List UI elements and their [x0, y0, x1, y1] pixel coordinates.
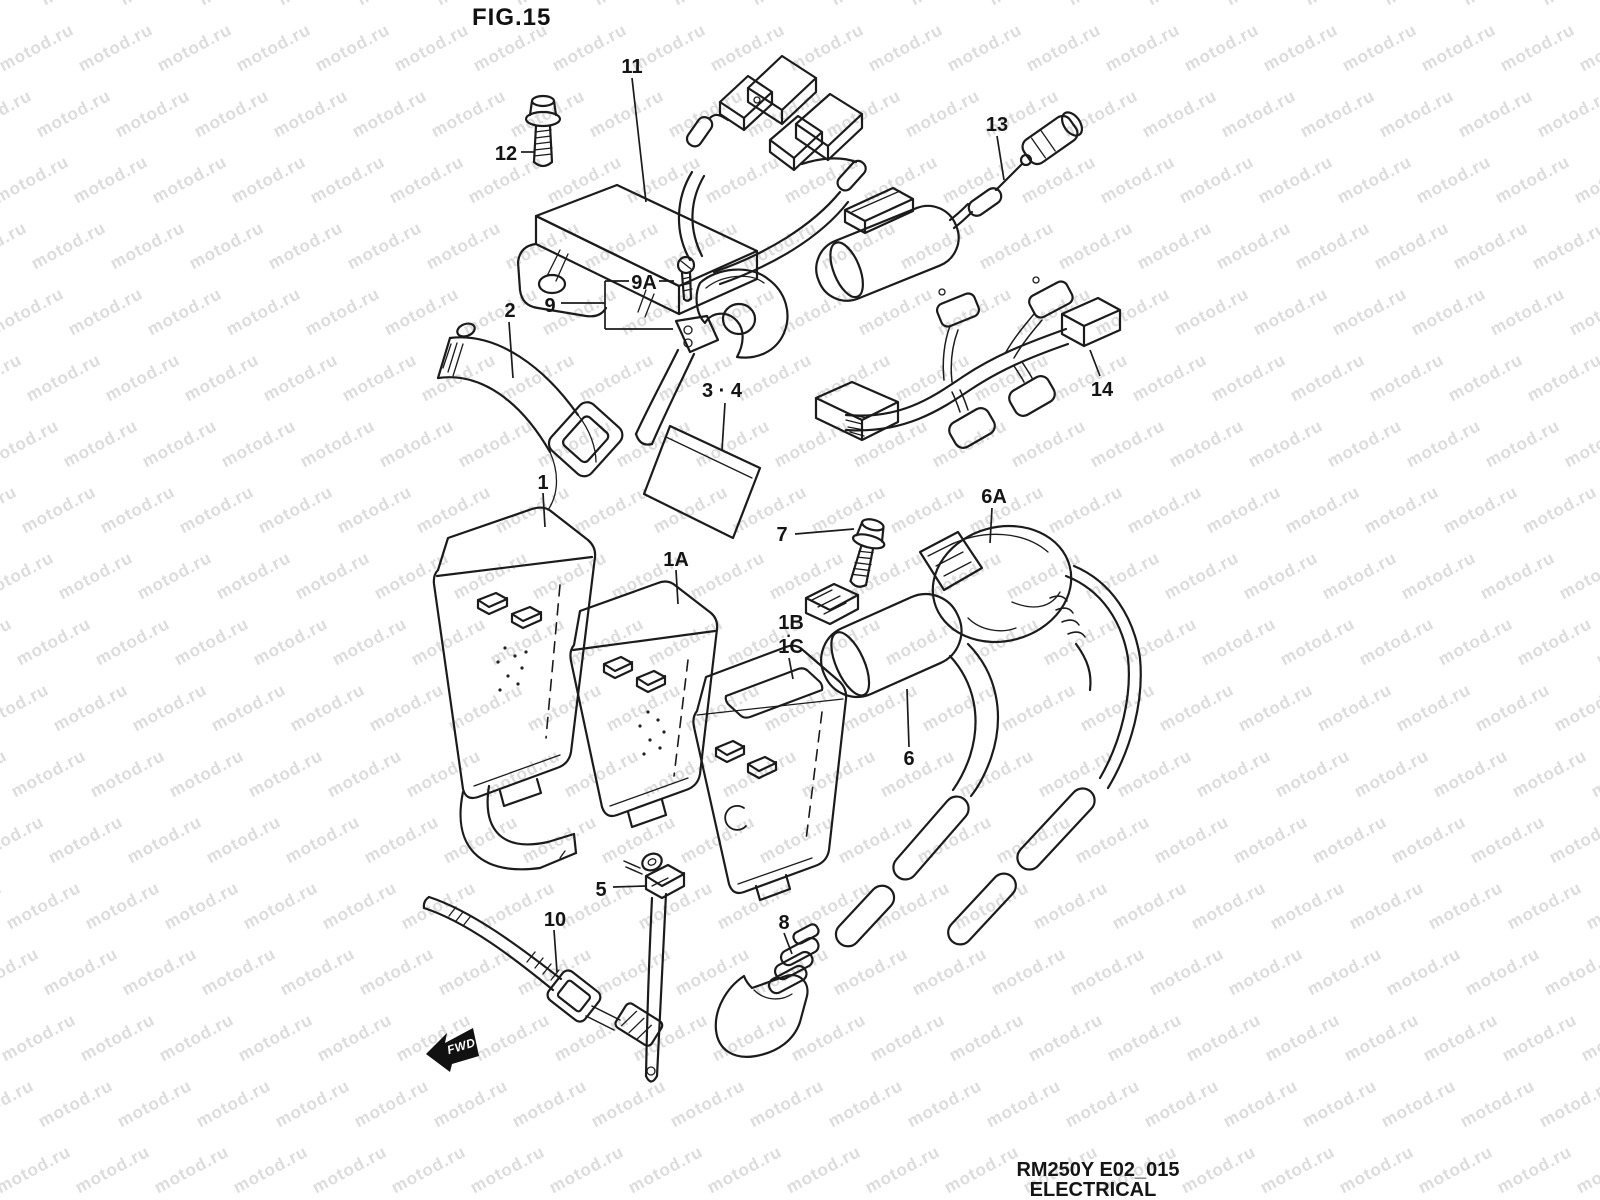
part-9-switch-assembly — [634, 255, 789, 446]
part-5-cable-tie — [623, 852, 686, 1083]
part-9a-screw — [676, 255, 696, 302]
part-6-condenser — [804, 582, 963, 698]
part-1-cdi-box — [432, 506, 597, 871]
part-1b-1c-cdi-box — [692, 644, 848, 902]
fwd-arrow-marker: FWD — [426, 1028, 479, 1072]
part-label-1b-1c-dot: · — [786, 628, 791, 645]
figure-title: FIG.15 — [472, 4, 551, 31]
part-12-flange-bolt — [524, 94, 562, 168]
part-1a-cdi-box — [569, 580, 719, 829]
part-label-1c: 1C — [778, 636, 804, 658]
part-7-flange-bolt — [849, 518, 886, 588]
part-label-1b: 1B — [778, 612, 804, 634]
part-3-4-plate — [642, 424, 762, 540]
footer-part-code: RM250Y E02_015 — [1016, 1159, 1179, 1181]
part-8-spark-plug-cap — [714, 923, 820, 1058]
part-label-13: 13 — [986, 114, 1008, 136]
part-14-wiring-harness — [814, 276, 1122, 449]
part-label-10: 10 — [544, 909, 566, 931]
part-label-6: 6 — [903, 748, 914, 770]
leader-lines — [508, 77, 1101, 973]
part-10-strap-tie — [422, 895, 664, 1047]
part-label-8: 8 — [778, 912, 789, 934]
part-label-5: 5 — [595, 879, 606, 901]
part-label-6a: 6A — [981, 486, 1007, 508]
part-label-2: 2 — [504, 300, 515, 322]
part-label-9a: 9A — [631, 272, 657, 294]
part-label-12: 12 — [495, 143, 517, 165]
part-label-1: 1 — [537, 472, 548, 494]
part-label-14: 14 — [1091, 379, 1114, 401]
part-label-7: 7 — [776, 524, 787, 546]
part-11-cdi-unit — [516, 54, 867, 318]
fwd-arrow — [426, 1028, 479, 1072]
part-label-9: 9 — [544, 295, 555, 317]
part-6a-ignition-coil — [834, 524, 1142, 948]
part-13-coil — [815, 111, 1084, 302]
part-2-band — [436, 322, 624, 511]
footer-section-name: ELECTRICAL — [1030, 1179, 1157, 1200]
stipple-shading — [496, 646, 666, 756]
part-label-11: 11 — [621, 56, 642, 78]
part-label-1a: 1A — [663, 549, 689, 571]
part-label-3-4: 3 · 4 — [702, 380, 743, 402]
